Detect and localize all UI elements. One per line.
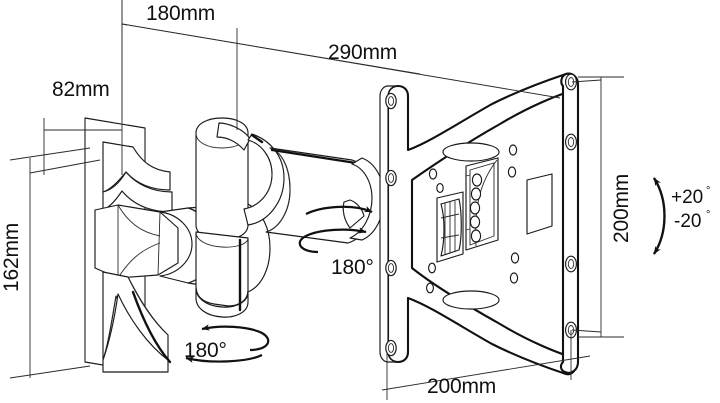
dimension-label-290mm: 290mm: [328, 41, 397, 64]
dimension-label-162mm: 162mm: [0, 223, 23, 292]
callout-swivel-upper-180: 180°: [298, 205, 374, 279]
callout-label-tilt-up: +20: [671, 187, 703, 208]
dimension-label-vesa-horizontal-200mm: 200mm: [427, 375, 496, 398]
dimension-162mm: 162mm: [0, 147, 91, 379]
dimension-82mm: 82mm: [29, 0, 123, 175]
degree-symbol-tilt-down: °: [706, 209, 710, 221]
dimension-vesa-vertical-200mm: 200mm: [571, 76, 633, 338]
callout-label-tilt-down: -20: [674, 211, 701, 232]
dimension-label-82mm: 82mm: [52, 78, 110, 101]
callout-label-swivel-upper: 180°: [331, 256, 374, 279]
dimension-label-180mm: 180mm: [146, 2, 215, 25]
callout-swivel-lower-180: 180°: [184, 324, 270, 363]
callout-label-swivel-lower: 180°: [184, 339, 227, 362]
vesa-plate: [379, 72, 580, 376]
dimension-label-vesa-vertical-200mm: 200mm: [610, 174, 633, 243]
callout-tilt-range: +20 ° -20 °: [653, 177, 710, 255]
degree-symbol-tilt-up: °: [706, 185, 710, 197]
dimension-vesa-horizontal-200mm: 200mm: [381, 330, 591, 400]
extension-arm: [265, 147, 385, 244]
dimension-290mm: 290mm: [121, 23, 561, 99]
vertical-pivot-post: [195, 117, 285, 318]
dimension-180mm: 180mm: [121, 0, 421, 130]
